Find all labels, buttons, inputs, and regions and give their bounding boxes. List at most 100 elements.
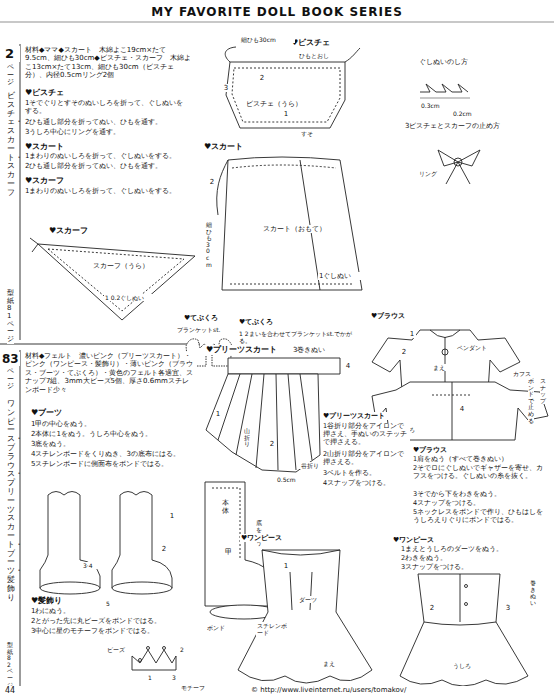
label: 0.3cm	[420, 102, 450, 109]
label: ♥てぶくろ	[183, 314, 233, 322]
label: ♥ワンピース	[240, 534, 300, 542]
label: ブランケットst.	[176, 326, 238, 333]
label: 3ベルトを作る。	[322, 470, 410, 478]
label: 1まわりのぬいしろを折って、ぐしぬいをする。	[24, 152, 194, 160]
label: 本体	[222, 500, 229, 515]
label: ひもとおし	[298, 52, 348, 59]
label: ♥ビスチェ	[290, 38, 350, 48]
label: 2ひも通し部分を折ってぬい、ひもを通す。	[24, 162, 189, 170]
label: 山折り	[244, 428, 250, 448]
label: © http://www.liveinternet.ru/users/tomak…	[250, 686, 550, 694]
label: 3·4	[82, 562, 102, 569]
label: すそ	[300, 130, 330, 137]
label: 材料◆フェルト 濃いピンク（プリーツスカート）・ピンク（ワンピース・髪飾り）・薄…	[24, 352, 196, 394]
callout-number: 1	[408, 330, 416, 338]
callout-number: 1	[168, 512, 176, 520]
label: 2ひも通し部分を折ってぬい、ひもを通す。	[24, 118, 189, 126]
label: 3そでから下をわきをぬう。	[412, 491, 550, 499]
label: ♥スカート	[24, 142, 104, 152]
label: 2とがった先に丸ビーズをボンドではる。	[30, 617, 190, 625]
label: 2本体に1をぬう。うしろ中心をぬう。	[30, 430, 195, 438]
label: まえ	[432, 364, 452, 371]
label: 83	[1, 352, 20, 366]
callout-number: 2	[208, 178, 216, 186]
label: リング	[418, 170, 448, 177]
label: 1肩をぬう（すべて巻きぬい）	[412, 456, 550, 464]
label: 1そでぐりとすそのぬいしろを折って、ぐしぬいをする。	[24, 99, 189, 116]
label: 44	[4, 686, 24, 696]
label: 巻きぬい	[530, 580, 536, 606]
label: まえ	[322, 660, 342, 667]
callout-number: 4	[344, 362, 352, 370]
label: ♥てぶくろ	[238, 318, 288, 326]
label: 1まえとうしろのダーツをぬう。	[400, 546, 550, 554]
label: 0.5cm	[276, 476, 306, 483]
callout-number: 2	[160, 545, 168, 553]
label: 細ひも30cm	[206, 222, 212, 268]
label: ♥ブラウス	[370, 312, 430, 320]
label: うしろ	[452, 662, 482, 669]
label: 4スチレンボードをくりぬき、3の底布にはる。	[30, 450, 195, 458]
callout-number: 2	[400, 348, 408, 356]
label: 細ひも30cm	[240, 36, 295, 43]
label: 3中心に星のモチーフをボンドではる。	[30, 627, 190, 635]
label: 2そでロにぐしぬいでギャザーを寄せ、カフスをつける。ぐしぬいの糸を抜く。	[412, 465, 550, 481]
label: スカーフ（うら）	[92, 262, 162, 270]
label: 3スナップをつける。	[400, 564, 550, 572]
callout-number: 3	[170, 674, 178, 681]
label: スナップ	[540, 378, 546, 404]
label: 型紙81ページ	[7, 290, 14, 344]
label: カフス	[512, 370, 542, 377]
callout-number: 2	[4, 46, 20, 62]
callout-number: 1	[282, 562, 290, 570]
label: ページ	[7, 64, 14, 87]
label: 5スチレンボードに側面布をボンドではる。	[30, 460, 195, 468]
label: 甲	[224, 548, 234, 556]
callout-number: 1	[282, 110, 290, 118]
label: 材料◆ママ◆スカート 木綿よこ19cm×たて9.5cm、細ひも30cm◆ビスチェ…	[24, 46, 194, 80]
callout-number: 2	[178, 646, 186, 653]
label: 5ネックレスをボンドで作り、ひもはしをうしろえりぐりにボンドではる。	[412, 509, 550, 525]
label: ビーズ	[106, 646, 136, 653]
label: 3巻きぬい	[292, 346, 342, 354]
callout-number: 1	[146, 674, 154, 681]
label: ビスチェ（うら）	[245, 100, 315, 108]
label: ボンド	[206, 624, 236, 631]
page-title: MY FAVORITE DOLL BOOK SERIES	[120, 5, 434, 19]
callout-number: 3	[222, 84, 230, 92]
label: 2山折り部分をアイロンで押さえる。	[322, 451, 410, 467]
callout-number: 2	[428, 604, 436, 612]
label: モチーフ	[180, 684, 220, 691]
label: ♥スカート	[203, 142, 263, 152]
label: ♥プリーツスカート	[205, 345, 295, 355]
callout-number: 3	[504, 604, 512, 612]
callout-number: 4	[458, 405, 466, 413]
label: 1 2まいを合わせてブランケットst.でかがる。	[238, 330, 353, 344]
label: ビスチェ・スカート・スカーフ	[7, 92, 15, 198]
label: ♥ブーツ	[30, 408, 90, 418]
label: 1甲の中心をぬう。	[30, 420, 195, 428]
label: ダーツ	[298, 596, 328, 603]
label: ♥スカーフ	[24, 176, 104, 186]
label: 4スナップをつける。	[322, 480, 410, 488]
label: スカート（おもて）	[262, 225, 342, 233]
label: ワンピース・ブラウス・プリーツスカート・ブーツ・髪飾り	[7, 400, 15, 602]
label: ♥ビスチェ	[24, 88, 104, 98]
label: 0.2cm	[452, 110, 482, 117]
label: 3うしろ中心にリングを通す。	[24, 128, 189, 136]
label: ♥ブラウス	[412, 446, 472, 454]
label: ぐしぬいのし方	[418, 58, 498, 66]
label: 1まわりのぬいしろを折って、ぐしぬいをする。	[24, 187, 194, 195]
label: 1 0.2ぐしぬい	[104, 294, 174, 301]
label: ボンドで止める	[528, 378, 534, 424]
label: 型紙82ページ	[7, 642, 13, 688]
label: ♥プリーツスカート	[322, 412, 412, 420]
label: ページ	[7, 368, 14, 391]
label: 1ぐしぬい	[318, 272, 368, 280]
label: ペンダント	[456, 344, 496, 351]
label: 4スナップをつける。	[412, 500, 550, 508]
label: スチレンボード	[256, 622, 290, 636]
callout-number: 2	[258, 74, 266, 82]
label: 3ビスチェとスカーフの止め方	[404, 122, 534, 130]
